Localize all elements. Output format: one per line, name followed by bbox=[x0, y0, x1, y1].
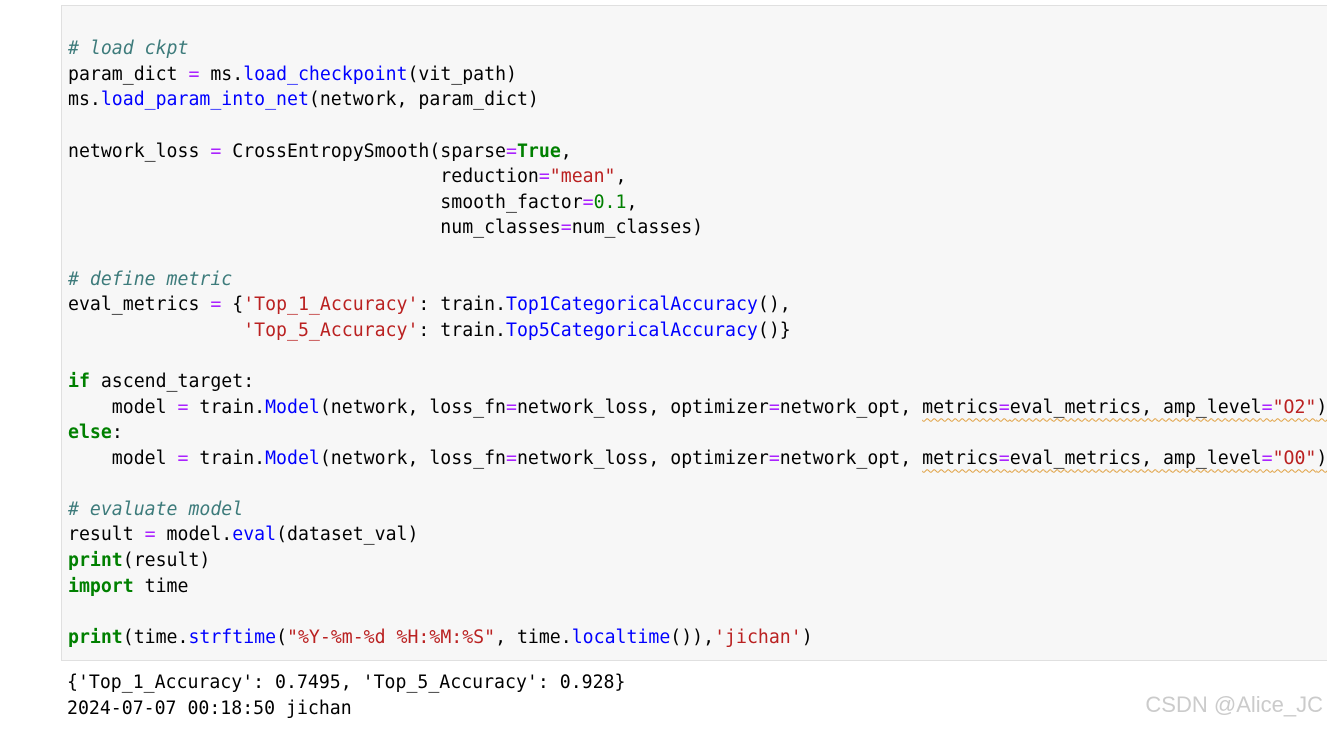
code-line bbox=[68, 113, 1327, 139]
code-line bbox=[68, 11, 1327, 37]
code-line: param_dict = ms.load_checkpoint(vit_path… bbox=[68, 63, 517, 85]
code-line: network = vit() bbox=[68, 6, 1327, 11]
code-line: eval_metrics = {'Top_1_Accuracy': train.… bbox=[68, 294, 791, 316]
code-line bbox=[68, 241, 1327, 267]
cell-output: {'Top_1_Accuracy': 0.7495, 'Top_5_Accura… bbox=[67, 670, 625, 721]
code-cell[interactable]: network = vit() # load ckpt param_dict = … bbox=[61, 5, 1327, 661]
code-line bbox=[68, 471, 1327, 497]
watermark: CSDN @Alice_JC bbox=[1145, 692, 1323, 717]
code-editor[interactable]: network = vit() # load ckpt param_dict = … bbox=[68, 6, 1327, 650]
output-line-result: {'Top_1_Accuracy': 0.7495, 'Top_5_Accura… bbox=[67, 672, 626, 693]
code-line: else: bbox=[68, 422, 123, 444]
code-line: # evaluate model bbox=[68, 498, 244, 520]
code-line: smooth_factor=0.1, bbox=[68, 191, 638, 213]
code-line: model = train.Model(network, loss_fn=net… bbox=[68, 447, 1327, 469]
code-line: network_loss = CrossEntropySmooth(sparse… bbox=[68, 140, 572, 162]
code-line: ms.load_param_into_net(network, param_di… bbox=[68, 89, 539, 111]
code-line: 'Top_5_Accuracy': train.Top5CategoricalA… bbox=[243, 319, 791, 341]
code-line: result = model.eval(dataset_val) bbox=[68, 524, 419, 546]
code-line: import time bbox=[68, 575, 189, 597]
code-line: # define metric bbox=[68, 268, 233, 290]
code-line: model = train.Model(network, loss_fn=net… bbox=[68, 396, 1327, 418]
code-line bbox=[68, 343, 1327, 369]
code-line: # load ckpt bbox=[68, 38, 189, 60]
output-line-time: 2024-07-07 00:18:50 jichan bbox=[67, 697, 352, 719]
code-line: num_classes=num_classes) bbox=[68, 217, 704, 239]
code-line: if ascend_target: bbox=[68, 370, 255, 392]
code-line bbox=[68, 599, 1327, 625]
code-line: reduction="mean", bbox=[68, 166, 627, 188]
code-line: print(result) bbox=[68, 550, 211, 572]
code-line: print(time.strftime("%Y-%m-%d %H:%M:%S",… bbox=[68, 626, 813, 648]
